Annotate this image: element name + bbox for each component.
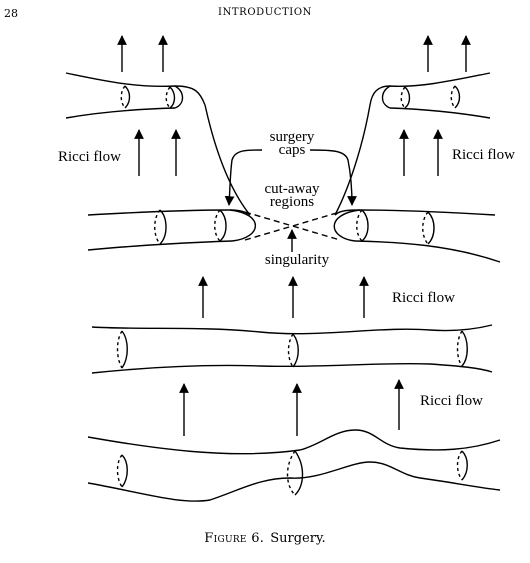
surgery-caps-label-line2: caps <box>279 142 306 158</box>
pinch-left-upper <box>87 209 251 216</box>
bottom-ring-3-back <box>456 450 463 481</box>
bottom-tube-lower <box>87 461 501 502</box>
top-left-tube-cap <box>174 85 184 109</box>
bottom-ring-2-back <box>286 450 296 496</box>
pinch-left-ring-1-front <box>159 209 167 245</box>
singularity-label: singularity <box>265 252 330 268</box>
pinch-right-ring-2-back <box>422 211 429 245</box>
surgery-caps-label-line1: surgery <box>270 129 315 145</box>
top-right-tube-ring-right-front <box>454 85 461 109</box>
top-right-tube-ring-left-back <box>400 86 406 109</box>
bottom-tube-upper <box>87 429 501 455</box>
top-left-inner-curve <box>204 104 251 216</box>
surgery-caps-arrow-right <box>309 149 357 206</box>
top-right-tube-lower <box>389 107 491 119</box>
top-left-tube-ring-left-back <box>120 85 126 109</box>
cut-away-dashed-line-2 <box>244 211 341 241</box>
figure-caption-text: Surgery. <box>270 531 326 546</box>
pinch-right-ring-1-back <box>356 209 363 242</box>
top-right-tube-upper <box>369 72 491 106</box>
pinch-right-ring-2-front <box>427 211 435 245</box>
top-left-tube-upper <box>65 72 206 106</box>
pinch-left-cap <box>229 209 257 242</box>
bottom-ring-3-front <box>461 450 468 481</box>
middle-tube-lower <box>91 362 493 374</box>
middle-ring-3-back <box>456 330 463 367</box>
figure-caption: Figure 6. Surgery. <box>0 531 530 546</box>
cut-away-dashed-line-1 <box>244 211 341 241</box>
middle-ring-1-back <box>116 330 123 369</box>
pinch-left-lower <box>87 240 233 251</box>
middle-tube-upper <box>91 324 493 335</box>
figure-caption-label: Figure 6. <box>204 531 265 546</box>
top-right-tube-cap <box>381 85 391 109</box>
pinch-left-ring-1-back <box>154 209 161 245</box>
top-left-tube-ring-right-back <box>165 86 171 109</box>
bottom-ring-2-front <box>294 450 304 496</box>
pinch-right-ring-1-front <box>361 209 369 242</box>
top-right-inner-curve <box>334 104 371 216</box>
middle-ring-3-front <box>461 330 468 367</box>
bottom-ring-1-front <box>121 454 128 488</box>
middle-ring-1-front <box>121 330 128 369</box>
top-left-tube-lower <box>65 107 176 119</box>
top-left-tube-ring-right-front <box>169 86 176 109</box>
middle-ring-2-front <box>292 333 299 368</box>
pinch-left-ring-2-front <box>219 209 227 242</box>
middle-ring-2-back <box>287 333 294 368</box>
pinch-right-lower <box>354 240 501 263</box>
cut-away-label-line1: cut-away <box>265 181 320 197</box>
cut-away-label-line2: regions <box>270 194 314 210</box>
ricci-flow-label-bottom: Ricci flow <box>420 393 483 409</box>
ricci-flow-label-top-right: Ricci flow <box>452 147 515 163</box>
pinch-right-cap <box>333 209 361 242</box>
running-head: INTRODUCTION <box>218 7 312 18</box>
page-number: 28 <box>4 7 18 20</box>
bottom-ring-1-back <box>116 454 123 488</box>
top-right-tube-ring-right-back <box>450 85 456 109</box>
ricci-flow-label-top-left: Ricci flow <box>58 149 121 165</box>
pinch-right-upper <box>334 209 496 216</box>
surgery-caps-arrow-left <box>224 149 263 206</box>
pinch-left-ring-2-back <box>214 209 221 242</box>
ricci-flow-label-middle: Ricci flow <box>392 290 455 306</box>
top-left-tube-ring-left-front <box>124 85 131 109</box>
top-right-tube-ring-left-front <box>404 86 411 109</box>
